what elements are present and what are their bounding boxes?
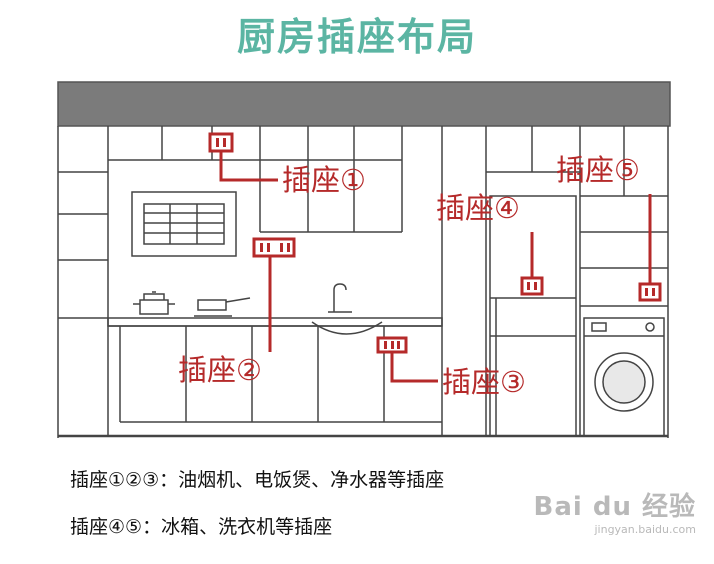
socket-1 xyxy=(208,132,278,182)
socket-1-label: 插座① xyxy=(282,163,366,197)
washing-machine xyxy=(583,317,665,437)
countertop xyxy=(107,317,443,327)
watermark-url: jingyan.baidu.com xyxy=(594,523,696,536)
caption-sockets-4-5: 插座④⑤：冰箱、洗衣机等插座 xyxy=(70,516,333,538)
upper-cabinets xyxy=(108,126,403,233)
right-cabinet xyxy=(580,126,668,307)
page-title: 厨房插座布局 xyxy=(236,15,477,59)
socket-3-label: 插座③ xyxy=(442,365,526,399)
pantry-column xyxy=(441,126,487,436)
refrigerator xyxy=(486,126,581,437)
stove-pot xyxy=(133,291,175,315)
socket-4-label: 插座④ xyxy=(436,191,520,225)
left-tall-cabinet xyxy=(58,126,109,436)
socket-5 xyxy=(638,194,662,302)
socket-4 xyxy=(520,232,544,296)
faucet xyxy=(328,283,352,313)
socket-3 xyxy=(376,336,438,383)
socket-5-label: 插座⑤ xyxy=(556,153,640,187)
watermark-brand: Bai du 经验 xyxy=(533,492,696,522)
sink xyxy=(311,321,383,335)
range-hood xyxy=(131,191,237,257)
watermark: Bai du 经验 jingyan.baidu.com xyxy=(534,486,697,536)
caption-sockets-1-2-3: 插座①②③：油烟机、电饭煲、净水器等插座 xyxy=(70,469,445,491)
socket-2-label: 插座② xyxy=(178,353,262,387)
socket-2 xyxy=(252,237,296,352)
stove-pan xyxy=(194,297,251,317)
ceiling-band xyxy=(57,81,671,127)
